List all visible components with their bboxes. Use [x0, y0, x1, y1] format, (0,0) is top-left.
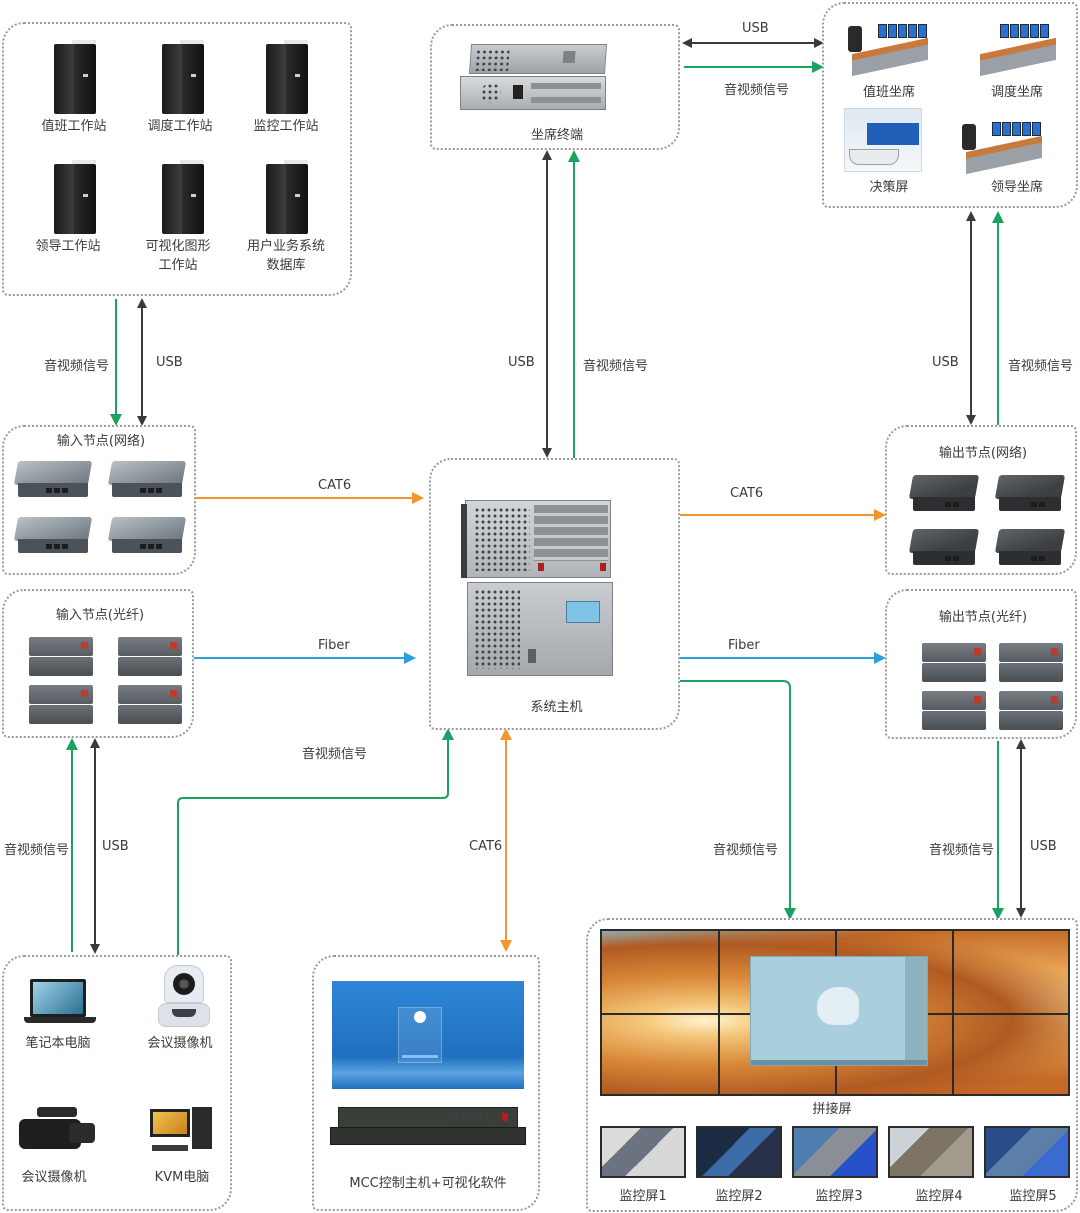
decision-screen-icon: [844, 108, 922, 172]
seat-terminal-label: 坐席终端: [530, 128, 583, 143]
wire-camera-host-av: [177, 728, 454, 955]
source-label: 笔记本电脑: [25, 1036, 91, 1051]
fiber-node-icon: [29, 637, 93, 677]
group-output-network: 输出节点(网络): [885, 425, 1077, 575]
videowall-screen: [600, 929, 1070, 1096]
label-host-terminal-usb: USB: [508, 355, 535, 370]
monitor-label: 监控屏2: [715, 1189, 763, 1204]
source-label: 会议摄像机: [21, 1170, 87, 1185]
label-host-output-fiber: Fiber: [728, 638, 760, 653]
network-node-icon: [994, 529, 1066, 571]
label-host-terminal-av: 音视频信号: [583, 359, 649, 374]
monitor-screen: [696, 1126, 782, 1178]
fiber-node-icon: [999, 691, 1063, 731]
workstation-label: 调度工作站: [147, 119, 213, 134]
label-seats-output-av: 音视频信号: [1008, 359, 1074, 374]
group-input-network: 输入节点(网络): [2, 425, 196, 575]
laptop-icon: [24, 979, 96, 1029]
monitor-label: 监控屏4: [915, 1189, 963, 1204]
seat-label: 调度坐席: [990, 85, 1043, 100]
workstation-label: 用户业务系统 数据库: [246, 239, 325, 273]
workstation-tower-icon: [162, 40, 204, 114]
label-host-display-av: 音视频信号: [713, 843, 779, 858]
workstation-label: 领导工作站: [35, 239, 101, 254]
label-camera-host-av: 音视频信号: [302, 747, 368, 762]
group-sources: 笔记本电脑 会议摄像机 会议摄像机 KVM电脑: [2, 955, 232, 1211]
group-mcc: MCC控制主机+可视化软件: [312, 955, 540, 1211]
system-host-device-icon: [461, 500, 621, 690]
fiber-node-icon: [922, 643, 986, 683]
label-input-host-fiber: Fiber: [318, 638, 350, 653]
label-output-display-usb: USB: [1030, 839, 1057, 854]
operator-desk-icon: [972, 8, 1058, 78]
monitor-screen: [984, 1126, 1070, 1178]
network-node-icon: [994, 475, 1066, 517]
label-seats-output-usb: USB: [932, 355, 959, 370]
fiber-node-icon: [29, 685, 93, 725]
input-network-title: 输入节点(网络): [56, 434, 146, 449]
fiber-node-icon: [922, 691, 986, 731]
source-label: KVM电脑: [154, 1170, 210, 1185]
mcc-label: MCC控制主机+可视化软件: [349, 1176, 507, 1191]
seat-label: 决策屏: [869, 180, 909, 195]
input-fiber-title: 输入节点(光纤): [55, 608, 145, 623]
workstation-label: 值班工作站: [41, 119, 107, 134]
workstation-tower-icon: [54, 40, 96, 114]
network-node-icon: [13, 461, 93, 503]
label-sources-input-usb: USB: [102, 839, 129, 854]
group-system-host: 系统主机: [429, 458, 680, 730]
source-label: 会议摄像机: [147, 1036, 213, 1051]
label-ws-input-av: 音视频信号: [44, 359, 110, 374]
network-node-icon: [908, 529, 980, 571]
seat-label: 领导坐席: [990, 180, 1043, 195]
group-seat-terminal: 坐席终端: [430, 24, 680, 150]
mcc-software-screen: [332, 981, 524, 1089]
group-seats: 值班坐席 调度坐席 决策屏 领导坐席: [822, 2, 1078, 208]
label-ws-input-usb: USB: [156, 355, 183, 370]
label-terminal-seats-usb: USB: [742, 21, 769, 36]
label-input-host-cat6: CAT6: [318, 478, 352, 493]
fiber-node-icon: [999, 643, 1063, 683]
operator-desk-icon: [844, 8, 930, 78]
monitor-label: 监控屏1: [619, 1189, 667, 1204]
label-sources-input-av: 音视频信号: [4, 843, 70, 858]
group-input-fiber: 输入节点(光纤): [2, 589, 194, 738]
mcc-control-host-icon: [330, 1107, 526, 1147]
seat-terminal-device-icon: [460, 40, 610, 112]
system-host-label: 系统主机: [530, 700, 583, 715]
monitor-screen: [888, 1126, 974, 1178]
workstation-tower-icon: [266, 40, 308, 114]
videowall-desktop-window: [750, 956, 928, 1066]
fiber-node-icon: [118, 685, 182, 725]
monitor-screen: [600, 1126, 686, 1178]
label-host-output-cat6: CAT6: [730, 486, 764, 501]
monitor-label: 监控屏5: [1009, 1189, 1057, 1204]
kvm-computer-icon: [150, 1107, 214, 1157]
workstation-label: 监控工作站: [253, 119, 319, 134]
fiber-node-icon: [118, 637, 182, 677]
group-output-fiber: 输出节点(光纤): [885, 589, 1077, 739]
network-node-icon: [107, 517, 187, 559]
monitor-screen: [792, 1126, 878, 1178]
output-fiber-title: 输出节点(光纤): [938, 610, 1028, 625]
network-node-icon: [13, 517, 93, 559]
label-host-mcc-cat6: CAT6: [469, 839, 503, 854]
label-output-display-av: 音视频信号: [929, 843, 995, 858]
workstation-tower-icon: [266, 160, 308, 234]
workstation-label: 可视化图形 工作站: [145, 239, 211, 273]
group-workstations: 值班工作站 调度工作站 监控工作站 领导工作站 可视化图形 工作站 用户业务系统…: [2, 22, 352, 296]
workstation-tower-icon: [54, 160, 96, 234]
operator-desk-icon: [958, 106, 1044, 176]
label-terminal-seats-av: 音视频信号: [724, 83, 790, 98]
output-network-title: 输出节点(网络): [938, 446, 1028, 461]
videowall-label: 拼接屏: [812, 1102, 852, 1117]
wire-host-display-av: [680, 680, 796, 920]
workstation-tower-icon: [162, 160, 204, 234]
network-node-icon: [908, 475, 980, 517]
network-node-icon: [107, 461, 187, 503]
camcorder-icon: [19, 1105, 97, 1153]
monitor-label: 监控屏3: [815, 1189, 863, 1204]
ptz-camera-icon: [154, 965, 214, 1031]
seat-label: 值班坐席: [862, 85, 915, 100]
